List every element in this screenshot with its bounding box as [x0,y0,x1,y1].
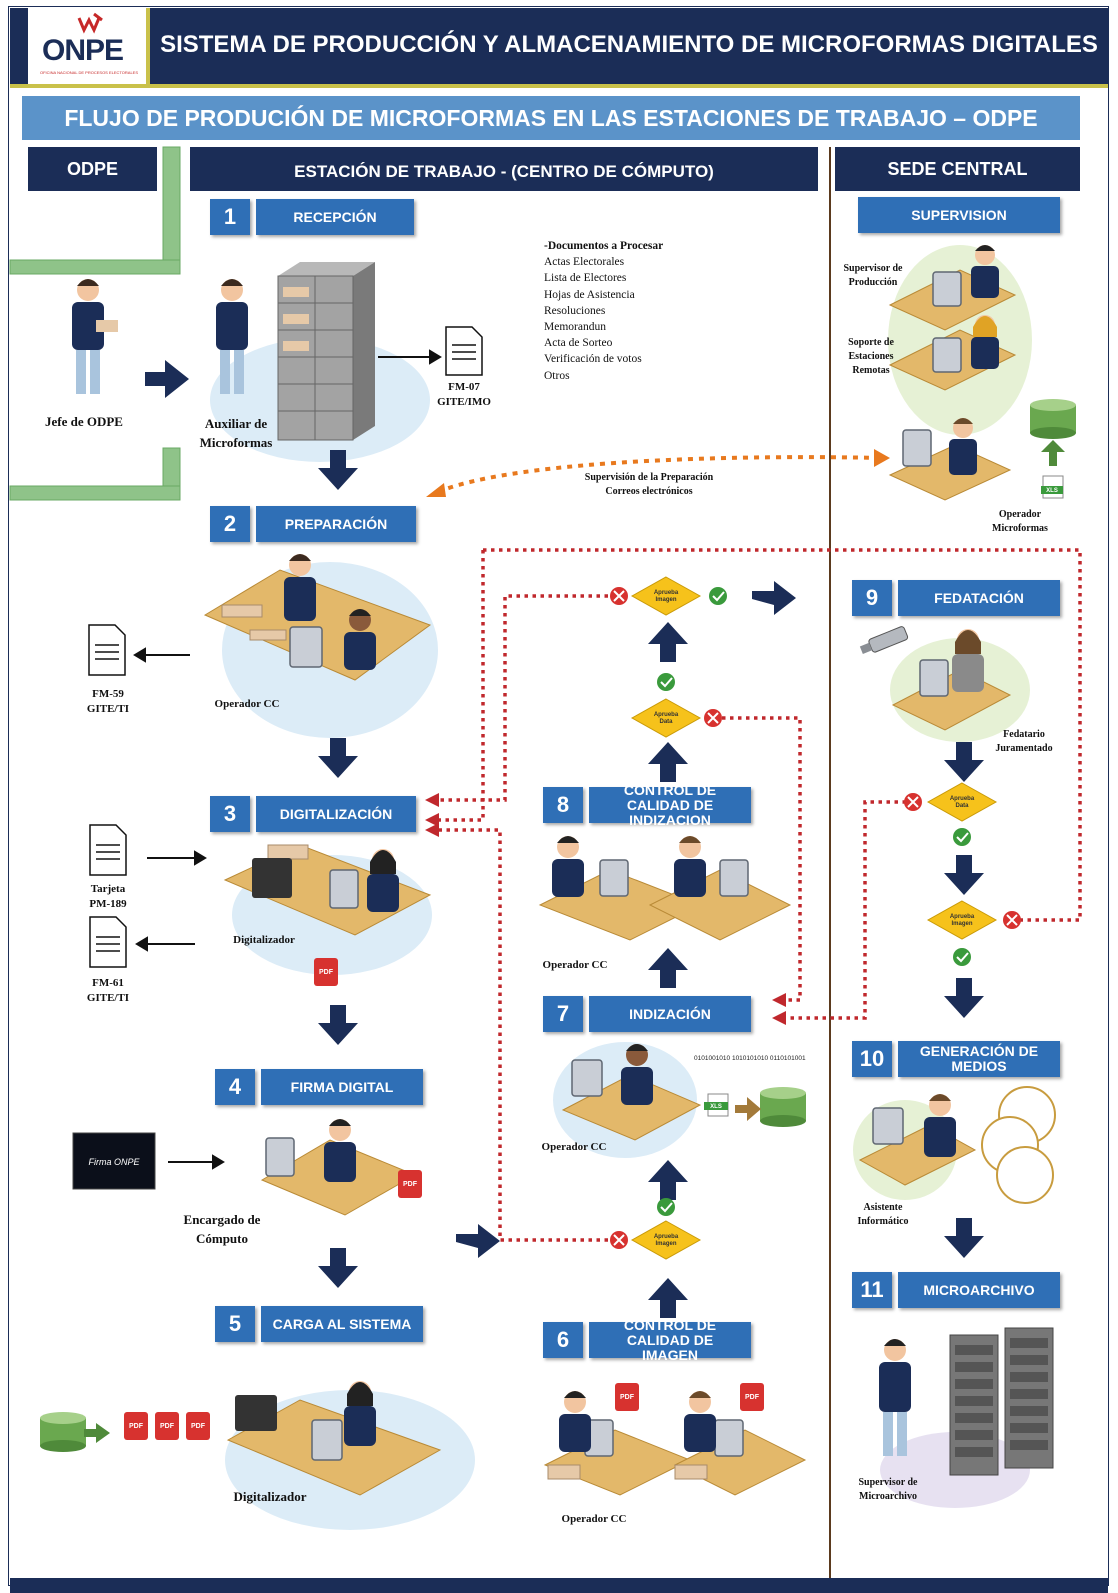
pdf-icon-1: PDF [129,1423,144,1430]
doc-list-item: Acta de Sorteo [544,337,613,350]
pdf-icon-2: PDF [160,1423,175,1430]
role-fedatario: Fedatario Juramentado [995,729,1053,754]
role-soporte: Soporte de Estaciones Remotas [848,337,894,376]
doc-list-heading: -Documentos a Procesar [544,240,664,252]
section-estacion: ESTACIÓN DE TRABAJO - (CENTRO DE CÓMPUTO… [190,147,818,191]
svg-text:Imagen: Imagen [951,921,972,927]
step-label: CONTROL DE CALIDAD DE INDIZACION [589,782,751,827]
supervision-note: Supervisión de la Preparación Correos el… [584,472,714,497]
doc-list-item: Lista de Electores [544,272,627,285]
step-label: INDIZACIÓN [589,996,751,1032]
svg-text:Aprueba: Aprueba [654,590,679,596]
firma-onpe-screen: Firma ONPE [88,1157,140,1167]
xls-icon: XLS [1046,488,1058,494]
step-number: 3 [210,796,250,832]
logo-text: ONPE [42,34,124,67]
role-operador-cc: Operador CC [214,698,280,710]
role-asistente-informatico: Asistente Informático [857,1202,909,1227]
role-operador-cc-indizacion-qc: Operador CC [542,959,608,971]
step-label: MICROARCHIVO [898,1272,1060,1308]
form-fm-59: FM-59 GITE/TI [86,688,130,715]
pdf-icon: PDF [319,969,334,976]
documents-to-process: -Documentos a Procesar Actas Electorales… [544,238,663,384]
role-supervisor-microarchivo: Supervisor de Microarchivo [858,1477,918,1502]
pdf-icon-qc2: PDF [745,1394,760,1401]
page-title: SISTEMA DE PRODUCCIÓN Y ALMACENAMIENTO D… [160,31,1098,58]
step-label: GENERACIÓN DE MEDIOS [898,1041,1060,1077]
svg-text:Imagen: Imagen [655,597,676,603]
svg-text:Aprueba: Aprueba [950,914,975,920]
doc-list-item: Memorandun [544,321,606,334]
step-label: FIRMA DIGITAL [261,1069,423,1105]
form-fm-07: FM-07 GITE/IMO [437,381,491,408]
role-digitalizador: Digitalizador [233,934,295,946]
doc-list-item: Hojas de Asistencia [544,288,635,301]
pdf-signed-icon: PDF [403,1181,418,1188]
step-number: 2 [210,506,250,542]
step-label: RECEPCIÓN [256,199,414,235]
doc-list-item: Verificación de votos [544,353,642,366]
svg-text:Aprueba: Aprueba [654,1234,679,1240]
ballot-mark-icon [77,12,103,34]
step-label: FEDATACIÓN [898,580,1060,616]
doc-list-item: Actas Electorales [544,256,625,269]
role-digitalizador-carga: Digitalizador [233,1489,307,1504]
role-auxiliar: Auxiliar de Microformas [199,416,273,450]
footer-bar [10,1578,1108,1593]
step-number: 11 [852,1272,892,1308]
binary-data: 0101001010 1010101010 0110101001 [694,1055,806,1062]
role-encargado-computo: Encargado de Cómputo [183,1212,261,1246]
step-label: CARGA AL SISTEMA [261,1306,423,1342]
section-sede-central: SEDE CENTRAL [835,147,1080,191]
pdf-icon-3: PDF [191,1423,206,1430]
form-pm-189: Tarjeta PM-189 [89,883,127,910]
step-label: CONTROL DE CALIDAD DE IMAGEN [589,1317,751,1362]
step-number: 6 [543,1322,583,1358]
role-operador-microformas: Operador Microformas [992,509,1048,534]
onpe-logo: ONPE OFICINA NACIONAL DE PROCESOS ELECTO… [28,8,150,88]
logo-subtitle: OFICINA NACIONAL DE PROCESOS ELECTORALES [39,70,139,75]
header-bar [10,8,1108,88]
step-number: 4 [215,1069,255,1105]
svg-text:Aprueba: Aprueba [654,712,679,718]
role-operador-cc-qc-imagen: Operador CC [561,1513,627,1525]
svg-text:Data: Data [659,719,673,725]
flow-subtitle: FLUJO DE PRODUCIÓN DE MICROFORMAS EN LAS… [22,96,1080,140]
step-number: 1 [210,199,250,235]
header-accent-line [10,84,1108,88]
xls-icon-indizacion: XLS [710,1104,722,1110]
step-number: 10 [852,1041,892,1077]
step-number: 8 [543,787,583,823]
pdf-icon-qc1: PDF [620,1394,635,1401]
svg-text:Aprueba: Aprueba [950,796,975,802]
role-operador-cc-indizacion: Operador CC [541,1141,607,1153]
step-label: DIGITALIZACIÓN [256,796,416,832]
supervision-label: SUPERVISION [858,197,1060,233]
role-jefe-odpe: Jefe de ODPE [45,414,123,429]
step-number: 5 [215,1306,255,1342]
step-label: PREPARACIÓN [256,506,416,542]
svg-text:Data: Data [955,803,969,809]
step-number: 7 [543,996,583,1032]
doc-list-item: Otros [544,369,570,382]
divider-sede [829,147,831,1579]
form-fm-61: FM-61 GITE/TI [86,977,130,1004]
doc-list-item: Resoluciones [544,304,606,317]
section-odpe: ODPE [28,147,157,191]
svg-text:Imagen: Imagen [655,1241,676,1247]
role-supervisor-produccion: Supervisor de Producción [843,263,903,288]
step-number: 9 [852,580,892,616]
